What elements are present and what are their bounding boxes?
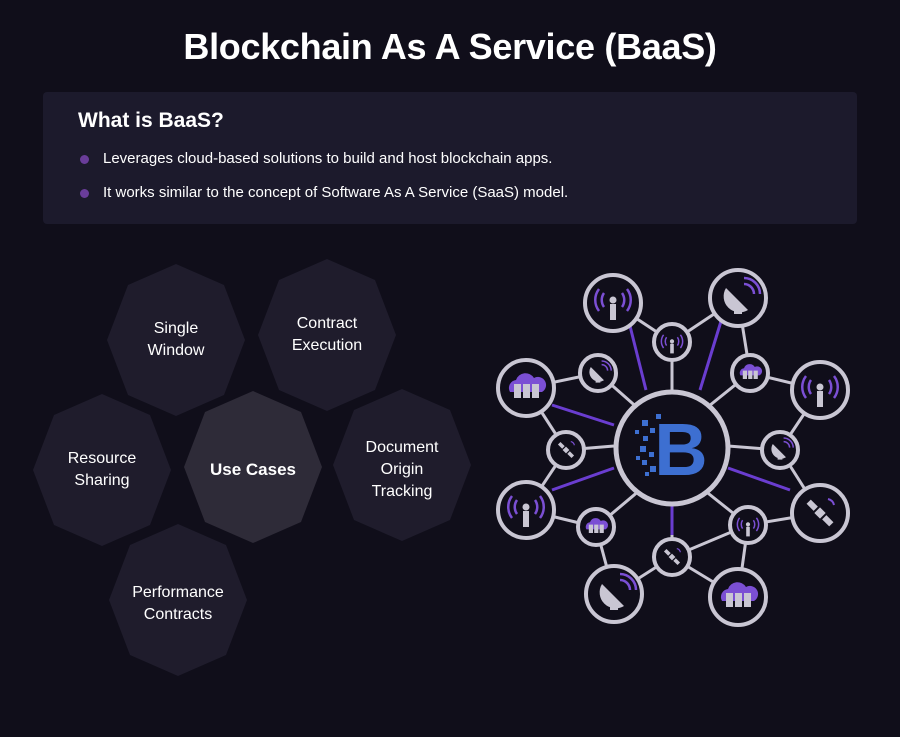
info-heading: What is BaaS? — [78, 109, 224, 132]
use-case-contract-execution: Contract Execution — [291, 315, 363, 354]
hexagon-resource-sharing — [33, 394, 171, 546]
bullet-item: Leverages cloud-based solutions to build… — [78, 150, 568, 184]
hexagon-single-window — [107, 264, 245, 416]
bullet-dot — [80, 189, 89, 198]
use-case-document-origin-tracking: Document Origin Tracking — [365, 439, 439, 500]
use-case-performance-contracts: Performance Contracts — [132, 584, 224, 623]
dish-node-large — [584, 564, 644, 624]
hexagon-document-origin — [333, 389, 471, 541]
bullet-dot — [80, 155, 89, 164]
use-case-single-window: Single Window — [147, 320, 205, 359]
hexagon-use-cases — [184, 391, 322, 543]
bullet-text: Leverages cloud-based solutions to build… — [103, 150, 553, 167]
hexagon-performance — [109, 524, 247, 676]
bullet-list: Leverages cloud-based solutions to build… — [78, 150, 568, 218]
page-title: Blockchain As A Service (BaaS) — [183, 26, 717, 67]
dish-node-small — [760, 430, 800, 470]
bullet-text: It works similar to the concept of Softw… — [103, 184, 569, 201]
blockchain-network-diagram: B — [496, 268, 850, 627]
hexagon-contract-execution — [258, 259, 396, 411]
use-case-resource-sharing: Resource Sharing — [67, 450, 137, 489]
bullet-item: It works similar to the concept of Softw… — [78, 184, 568, 218]
use-case-center-label: Use Cases — [209, 460, 296, 479]
bitcoin-icon: B — [635, 408, 708, 491]
svg-text:B: B — [654, 408, 707, 491]
network-links-accent — [551, 317, 791, 535]
dish-node-large — [708, 268, 768, 328]
info-panel: What is BaaS? Leverages cloud-based solu… — [43, 92, 857, 224]
dish-node-small — [578, 353, 618, 393]
